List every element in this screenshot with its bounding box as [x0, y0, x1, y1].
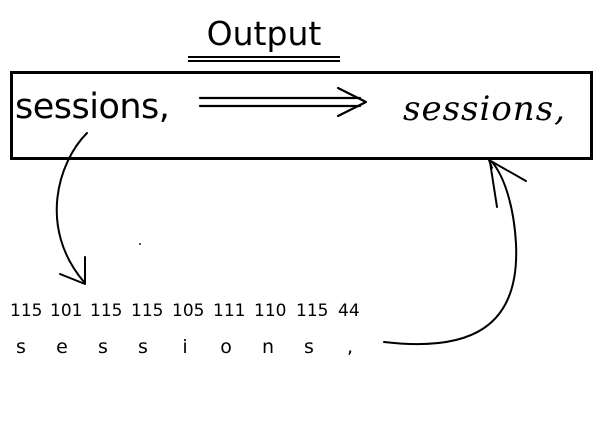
character: , [346, 336, 354, 358]
ascii-code: 105 [172, 301, 205, 321]
character: e [56, 336, 68, 358]
character: n [261, 336, 275, 358]
output-title-text: Output [206, 14, 322, 53]
character: o [220, 336, 232, 358]
ascii-code: 44 [338, 301, 360, 321]
title-underline-top [188, 56, 340, 58]
handwritten-word: sessions, [403, 89, 566, 129]
character: s [138, 336, 148, 358]
ascii-code: 115 [10, 301, 43, 321]
curved-arrow-up [383, 159, 527, 346]
ascii-code: 111 [213, 301, 246, 321]
character: s [98, 336, 108, 358]
character: i [182, 336, 188, 358]
handwritten-word-text: sessions, [403, 89, 566, 129]
typed-word: sessions, [15, 87, 170, 127]
ascii-code: 115 [90, 301, 123, 321]
ascii-code: 101 [50, 301, 83, 321]
ascii-code: 115 [131, 301, 164, 321]
character: s [304, 336, 314, 358]
stray-dot [139, 243, 141, 245]
output-box: sessions, sessions, [10, 71, 593, 160]
character: s [16, 336, 26, 358]
ascii-code: 110 [254, 301, 287, 321]
title-underline-bottom [188, 60, 340, 62]
ascii-code: 115 [296, 301, 329, 321]
output-title: Output [188, 14, 340, 62]
